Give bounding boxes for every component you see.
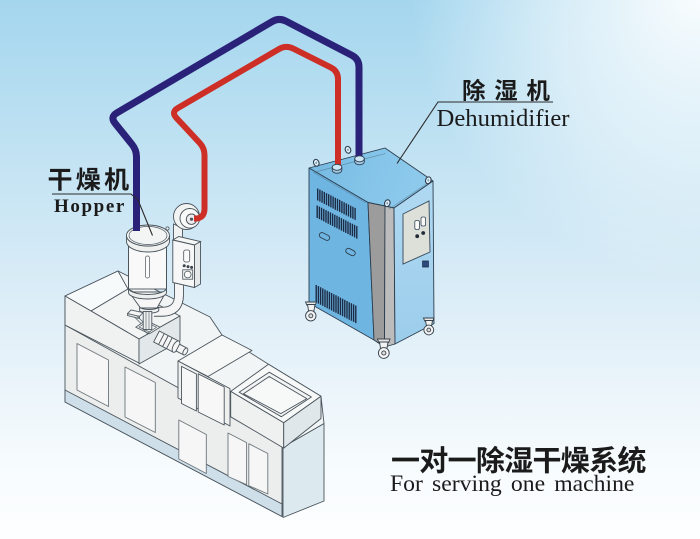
svg-text:Dehumidifier: Dehumidifier <box>437 105 570 132</box>
svg-text:For serving one machine: For serving one machine <box>390 471 634 497</box>
svg-text:Hopper: Hopper <box>54 196 126 217</box>
